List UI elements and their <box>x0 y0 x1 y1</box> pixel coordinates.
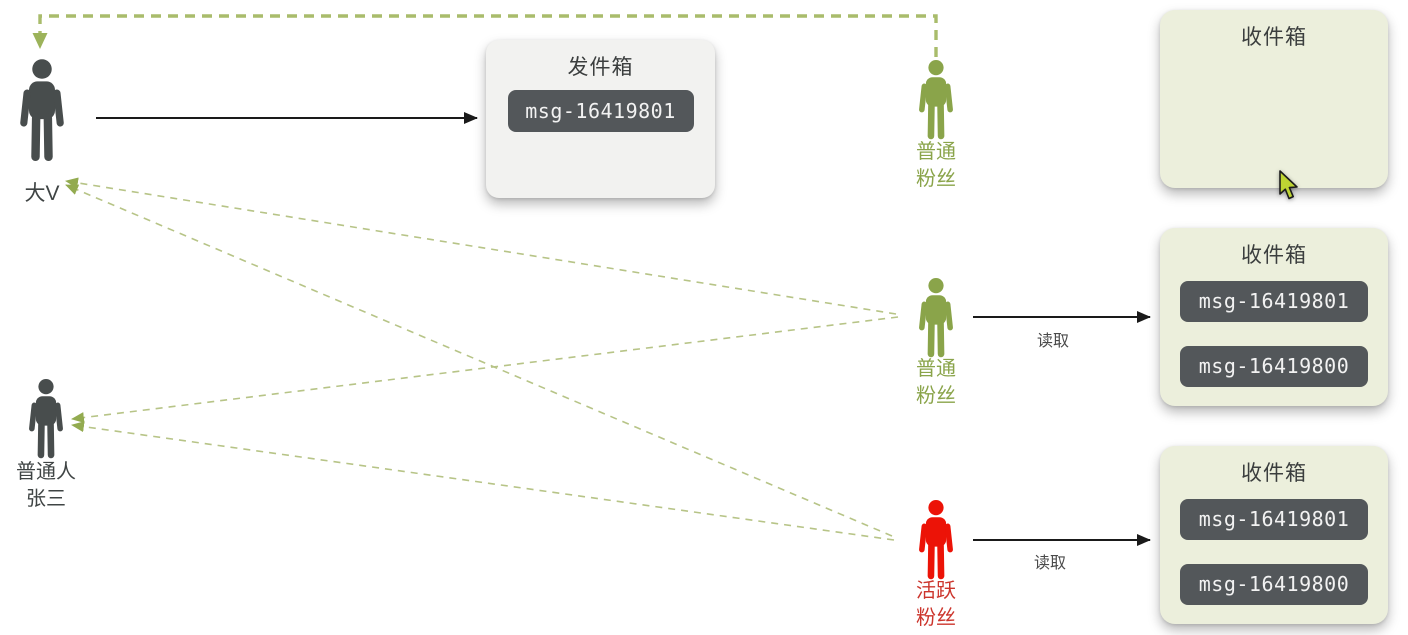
actor-label-zhangsan: 普通人 张三 <box>6 459 86 513</box>
big-v-label: 大V <box>24 182 60 205</box>
actor-label-big-v: 大V <box>12 180 72 207</box>
dashed-edge-fan-active-to-bigv <box>65 184 893 537</box>
dashed-follow-path-fan-top-to-bigv <box>32 14 938 57</box>
fan-top-label-line1: 普通 <box>916 141 956 163</box>
inbox-card-bottom: 收件箱 msg-16419801 msg-16419800 <box>1160 446 1388 624</box>
actor-label-fan-top: 普通 粉丝 <box>896 139 976 193</box>
inbox-bottom-message-pill: msg-16419801 <box>1180 499 1368 540</box>
actor-label-fan-active: 活跃 粉丝 <box>896 578 976 632</box>
person-icon-zhangsan <box>29 379 63 459</box>
fan-middle-label-line2: 粉丝 <box>916 385 956 407</box>
outbox-message-pill: msg-16419801 <box>507 90 694 132</box>
outbox-card: 发件箱 msg-16419801 <box>486 40 715 198</box>
read-label-bottom: 读取 <box>1033 555 1066 572</box>
person-icon-fan-top <box>919 60 953 140</box>
inbox-card-middle: 收件箱 msg-16419801 msg-16419800 <box>1160 228 1388 406</box>
zhangsan-label-line2: 张三 <box>26 488 66 510</box>
person-icon-fan-active <box>919 500 953 580</box>
fan-top-label-line2: 粉丝 <box>916 168 956 190</box>
dashed-edge-fan-middle-to-bigv <box>65 177 897 315</box>
mouse-cursor-icon <box>1279 170 1298 200</box>
inbox-bottom-title: 收件箱 <box>1241 462 1307 485</box>
fan-active-label-line1: 活跃 <box>916 580 956 602</box>
read-label-middle: 读取 <box>1036 333 1069 350</box>
inbox-middle-message-pill: msg-16419801 <box>1180 281 1368 322</box>
outbox-title: 发件箱 <box>567 56 634 79</box>
person-icon-big-v <box>20 59 64 162</box>
dashed-edge-fan-middle-to-zhangsan <box>71 316 899 423</box>
fan-active-label-line2: 粉丝 <box>916 607 956 629</box>
dashed-edge-fan-active-to-zhangsan <box>71 421 895 541</box>
inbox-bottom-message-pill: msg-16419800 <box>1180 564 1368 605</box>
person-icon-fan-middle <box>919 278 953 358</box>
zhangsan-label-line1: 普通人 <box>16 461 76 483</box>
actor-label-fan-middle: 普通 粉丝 <box>896 356 976 410</box>
fan-middle-label-line1: 普通 <box>916 358 956 380</box>
inbox-middle-title: 收件箱 <box>1241 244 1307 267</box>
inbox-top-title: 收件箱 <box>1241 26 1307 49</box>
inbox-card-empty: 收件箱 <box>1160 10 1388 188</box>
inbox-middle-message-pill: msg-16419800 <box>1180 346 1368 387</box>
